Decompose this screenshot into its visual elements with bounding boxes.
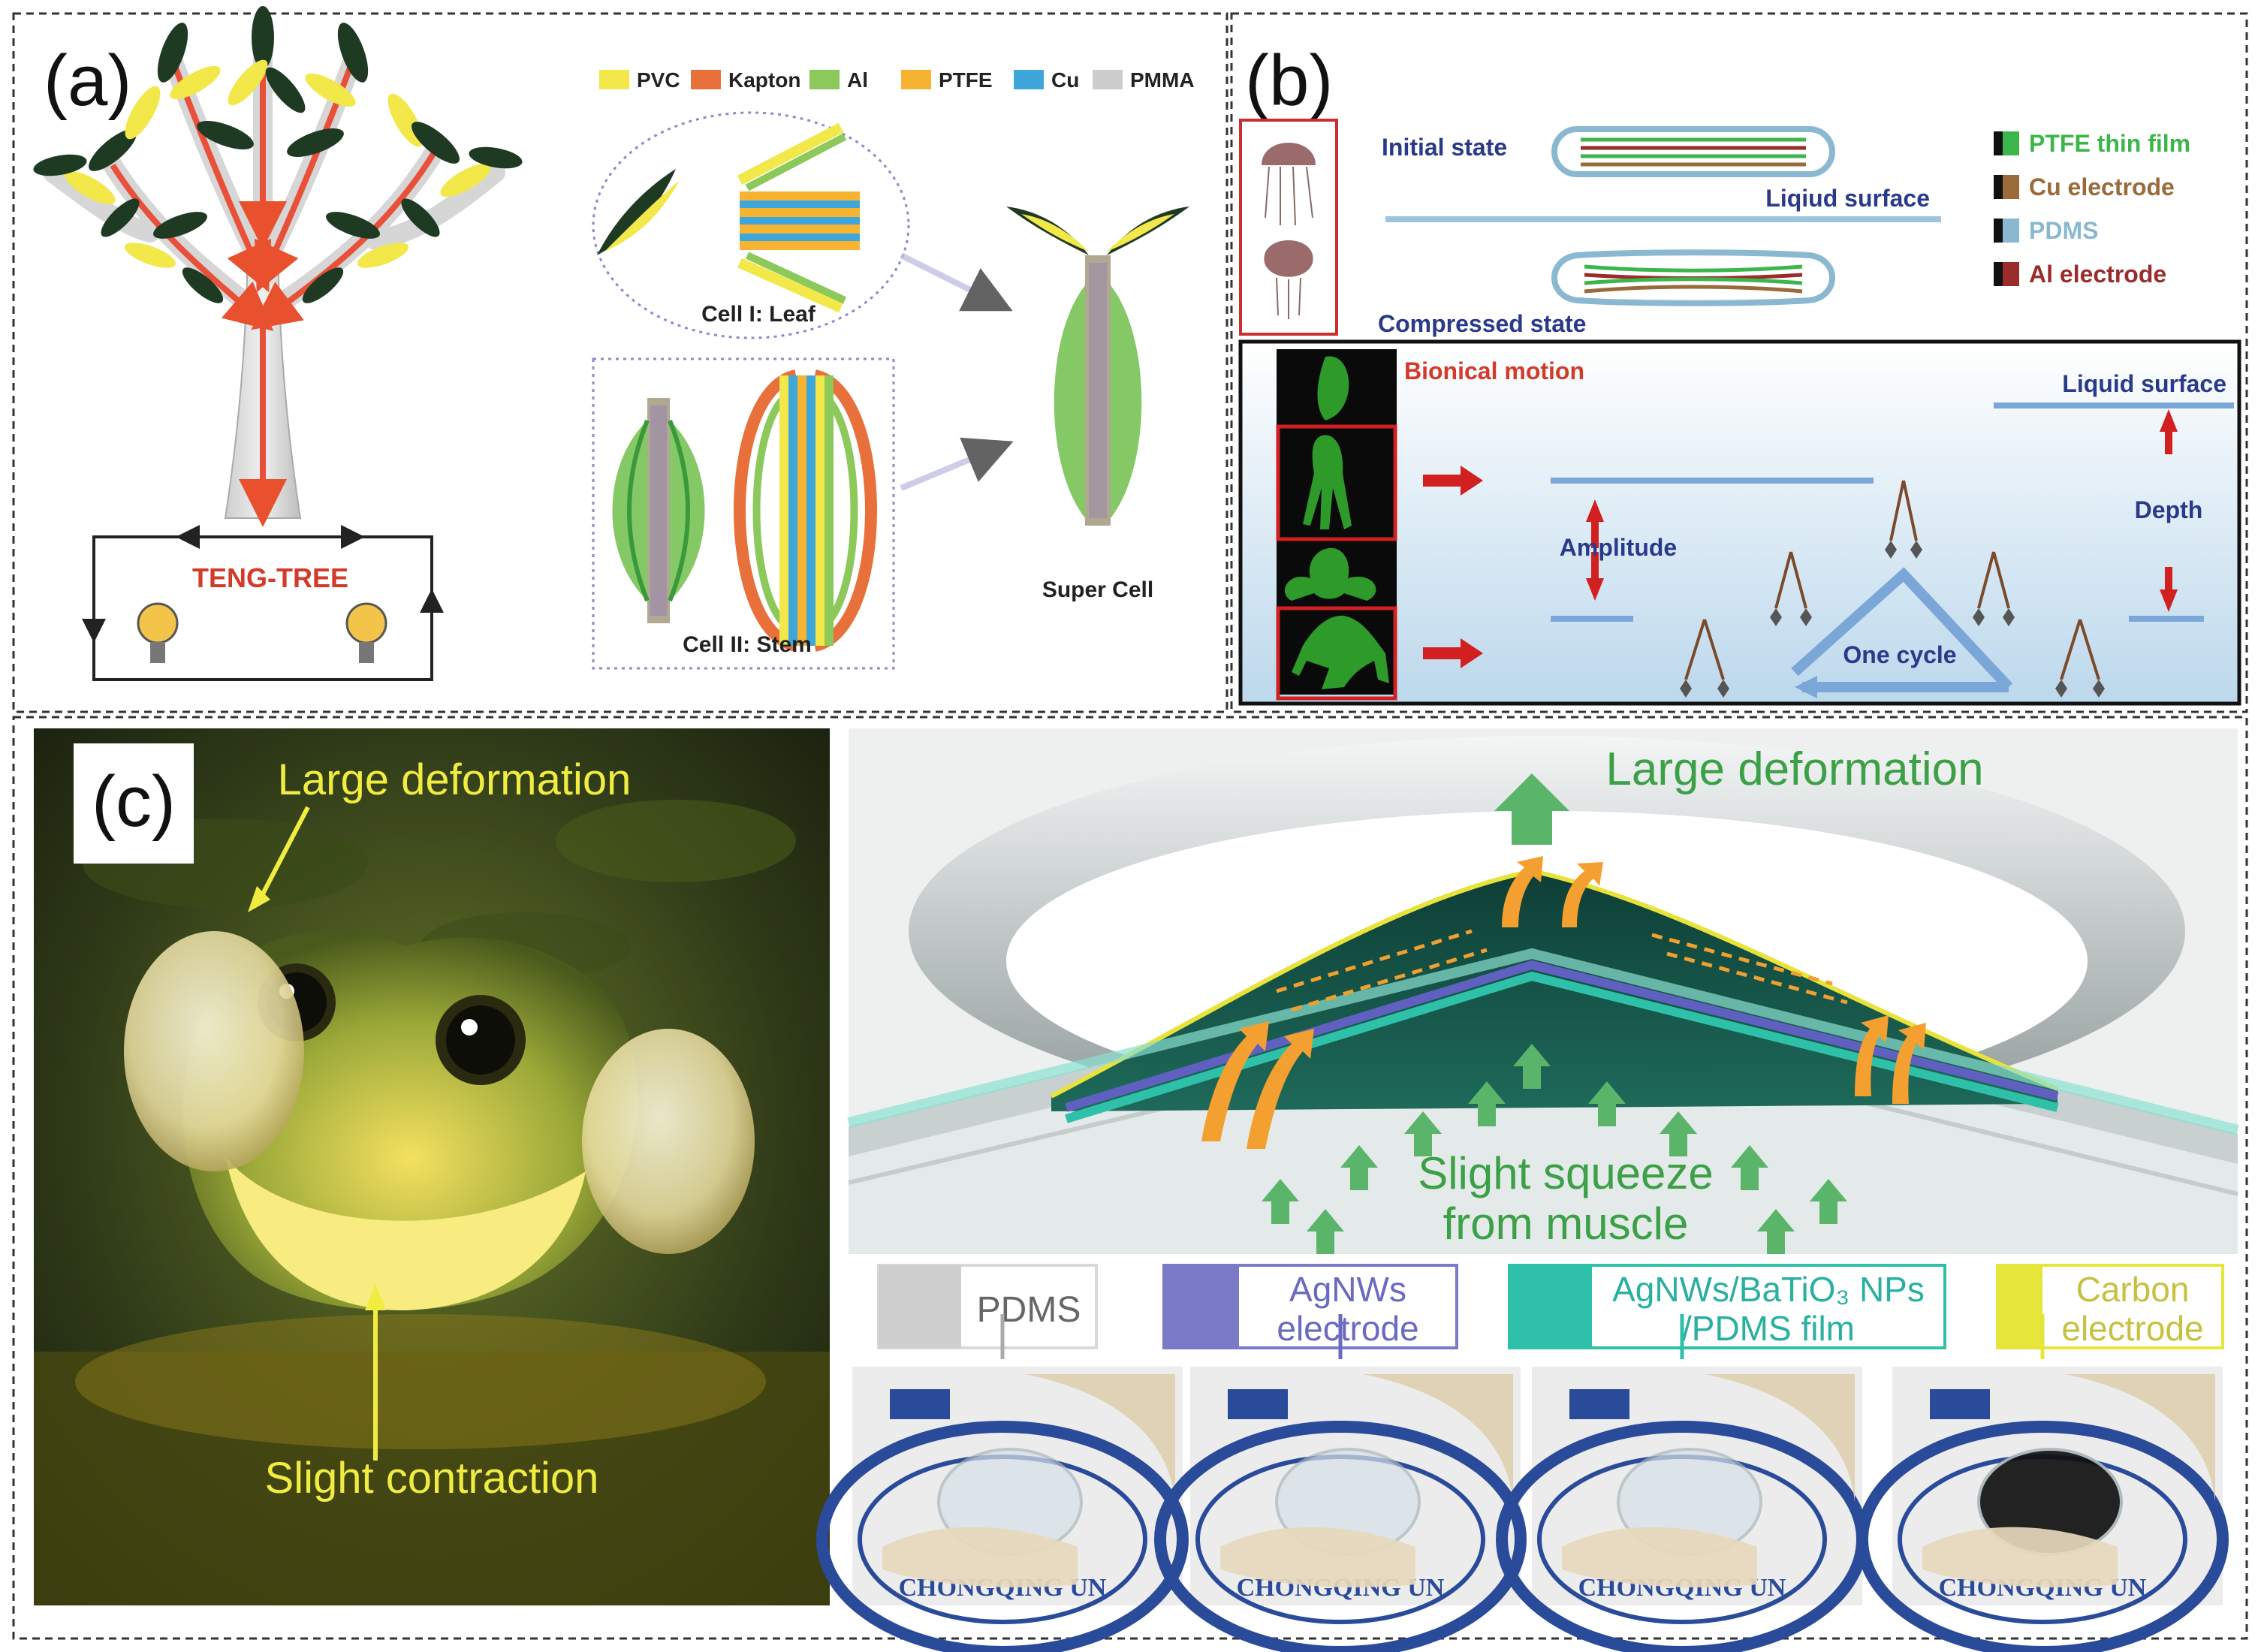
legend-item-b-2: PDMS [1994,217,2098,244]
legend-label: Kapton [728,68,800,92]
layer-legend-item-2: AgNWs/BaTiO₃ NPs/PDMS film [1508,1264,1946,1349]
legend-item-pvc: PVC [599,68,680,92]
legend-item-pmma: PMMA [1093,68,1195,92]
legend-item-cu: Cu [1014,68,1079,92]
compressed-state-label: Compressed state [1378,310,1586,337]
panel-c-label: (c) [92,761,176,842]
legend-label: Al electrode [2029,261,2166,288]
legend-item-ptfe: PTFE [901,68,993,92]
layer-legend-line1: AgNWs/BaTiO₃ NPs [1612,1270,1925,1309]
swimmer-device-icons [1684,480,2100,680]
jellyfish-icon-top [1262,143,1316,226]
liquid-surface-label: Liquid surface [2062,370,2226,397]
large-deformation-right-label: Large deformation [1605,743,1983,795]
right-vocal-sac [582,1029,755,1254]
compressed-state-device [1551,249,1835,306]
device-photo-1: CHONGQING UN [816,1314,1189,1652]
jellyfish-icon-bottom [1264,240,1313,319]
legend-label: PTFE [939,68,993,92]
arrow-cell-i [900,252,1013,312]
super-cell-icon [1006,206,1189,526]
liquid-surface-top-label: Liqiud surface [1765,185,1930,212]
red-arrow-icons [1423,409,2178,668]
legend-label: Al [847,68,868,92]
cell-i-outline [592,111,910,339]
device-photo-2: CHONGQING UN [1154,1314,1527,1652]
cell-ii-label: Cell II: Stem [683,632,812,657]
cell-ii-outline [592,357,895,670]
legend-label: PMMA [1130,68,1195,92]
leaf-layer-stack [737,122,860,313]
lightbulb-icon-left [137,602,179,663]
layer-legend-line1: AgNWs [1289,1270,1406,1309]
legend-item-kapton: Kapton [691,68,800,92]
panel-a-label: (a) [44,41,131,121]
tree-circuit [82,525,444,681]
legend-item-b-3: Al electrode [1994,261,2166,288]
frog-silhouette-icons [1284,356,1389,689]
bionical-motion-label: Bionical motion [1404,357,1584,384]
tree-leaves [33,6,523,303]
teng-tree-label: TENG-TREE [192,562,348,593]
panel-borders [12,12,2248,1640]
swimmer-weights [1680,541,2105,698]
panel-b: (b) Initial state Liqiud surface [1238,41,2241,706]
layer-legend-line2: electrode [2061,1309,2203,1348]
panel-b-label: (b) [1245,41,1333,121]
large-deformation-left-label: Large deformation [278,755,632,804]
one-cycle-label: One cycle [1843,641,1956,668]
layer-legend-line2: /PDMS film [1682,1309,1855,1348]
stem-layer-stack [734,369,877,652]
slight-contraction-label: Slight contraction [265,1454,599,1503]
one-cycle-triangle [1791,567,2013,698]
legend-label: Cu electrode [2029,173,2175,200]
green-arrow-icons [1262,773,1847,1254]
from-muscle-label: from muscle [1443,1198,1689,1249]
layer-legend-line1: Carbon [2076,1270,2190,1309]
cell-i-label: Cell I: Leaf [701,302,816,327]
super-cell-label: Super Cell [1042,577,1153,602]
legend-label: PDMS [2029,217,2098,244]
legend-label: PVC [637,68,680,92]
amplitude-label: Amplitude [1560,534,1677,561]
orange-arrow-icons [1201,856,1926,1149]
legend-label: PTFE thin film [2029,130,2190,157]
layer-legend-line1: PDMS [977,1290,1081,1330]
panel-c: (c) Large deformation Slight contraction [34,728,2239,1652]
material-legend: PVC Kapton Al PTFE Cu PMMA [599,68,1195,92]
slight-squeeze-label: Slight squeeze [1418,1148,1714,1198]
legend-label: Cu [1051,68,1079,92]
arrow-cell-ii [900,437,1014,491]
leaf-icon [597,169,680,255]
layer-legend-item-0: PDMS [877,1264,1098,1349]
device-photo-3: CHONGQING UN [1496,1314,1868,1652]
dome-schematic: Large deformation Slight squeeze from mu… [847,728,2239,1254]
legend-item-b-1: Cu electrode [1994,173,2175,200]
left-vocal-sac [124,931,304,1171]
initial-state-label: Initial state [1382,134,1507,161]
device-photo-4: CHONGQING UN [1856,1314,2229,1652]
legend-item-al: Al [809,68,868,92]
stem-cell-icon [612,398,705,623]
layer-legend-line2: electrode [1277,1309,1418,1348]
depth-label: Depth [2135,496,2203,523]
frog-photo: (c) Large deformation Slight contraction [34,728,830,1605]
teng-tree-illustration [33,6,523,527]
panel-a: (a) [33,6,1195,681]
lightbulb-icon-right [345,602,387,663]
legend-item-b-0: PTFE thin film [1994,130,2190,157]
initial-state-device [1551,126,1835,177]
